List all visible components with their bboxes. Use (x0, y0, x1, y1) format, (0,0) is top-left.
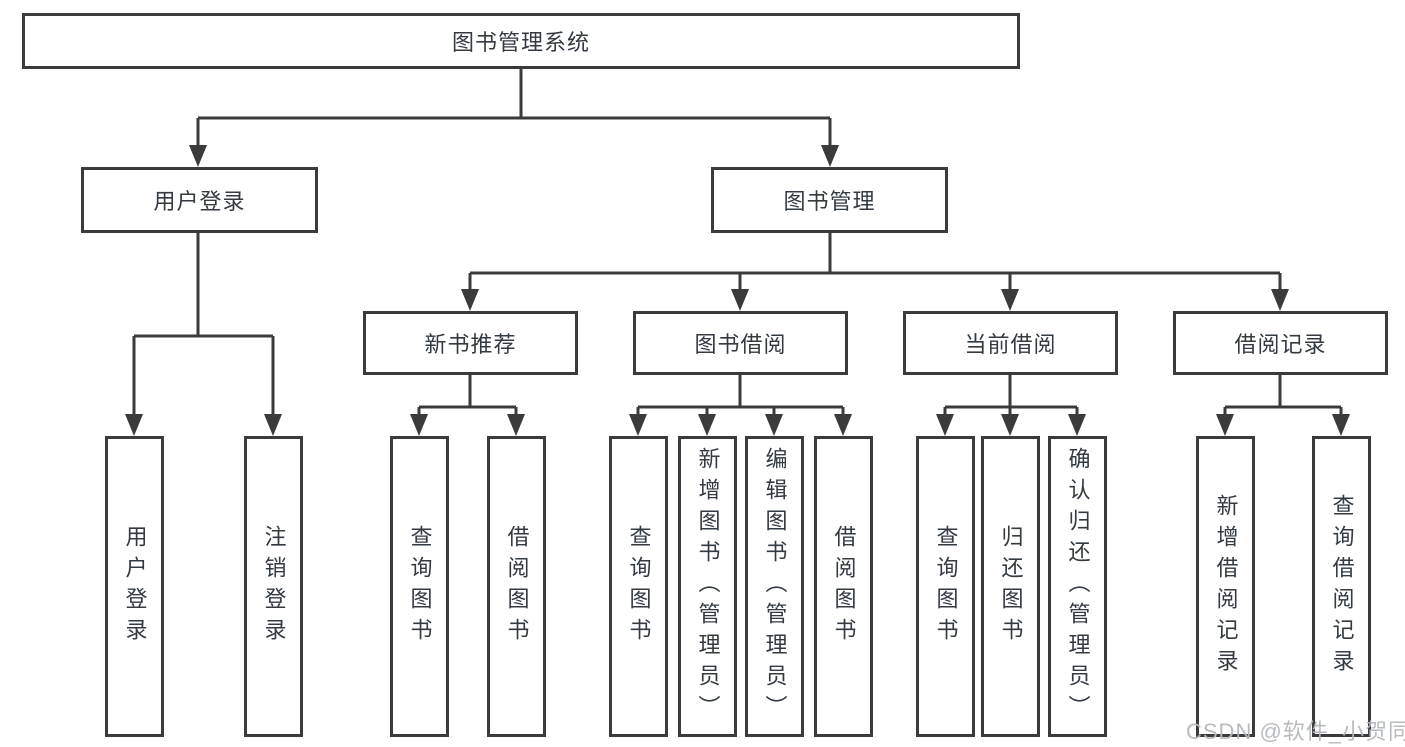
leaf-recommend-query-book: 查询图书 (390, 436, 449, 737)
leaf-borrow-edit-book-admin: 编辑图书（管理员） (745, 436, 804, 737)
leaf-borrow-add-book-admin: 新增图书（管理员） (678, 436, 737, 737)
leaf-recommend-borrow-book-label: 借阅图书 (504, 524, 530, 649)
leaf-record-query: 查询借阅记录 (1312, 436, 1371, 737)
node-book-management-label: 图书管理 (783, 189, 876, 214)
leaf-current-confirm-return-admin-label: 确认归还（管理员） (1065, 447, 1091, 726)
leaf-borrow-borrow-book-label: 借阅图书 (831, 524, 857, 649)
leaf-user-login: 用户登录 (105, 436, 164, 737)
node-book-borrow: 图书借阅 (633, 311, 848, 375)
leaf-current-query-book-label: 查询图书 (933, 524, 959, 649)
leaf-borrow-edit-book-admin-label: 编辑图书（管理员） (762, 447, 788, 726)
leaf-borrow-query-book-label: 查询图书 (626, 524, 652, 649)
node-current-borrow: 当前借阅 (903, 311, 1118, 375)
leaf-borrow-borrow-book: 借阅图书 (814, 436, 873, 737)
leaf-logout: 注销登录 (244, 436, 303, 737)
node-new-book-recommend: 新书推荐 (363, 311, 578, 375)
node-root-label: 图书管理系统 (451, 30, 590, 55)
leaf-current-query-book: 查询图书 (916, 436, 975, 737)
leaf-record-add: 新增借阅记录 (1196, 436, 1255, 737)
node-borrow-record: 借阅记录 (1173, 311, 1388, 375)
leaf-record-query-label: 查询借阅记录 (1329, 493, 1355, 680)
leaf-borrow-query-book: 查询图书 (609, 436, 668, 737)
node-borrow-record-label: 借阅记录 (1234, 332, 1327, 357)
leaf-recommend-query-book-label: 查询图书 (407, 524, 433, 649)
node-book-borrow-label: 图书借阅 (694, 332, 787, 357)
leaf-logout-label: 注销登录 (261, 524, 287, 649)
leaf-current-confirm-return-admin: 确认归还（管理员） (1048, 436, 1107, 737)
leaf-record-add-label: 新增借阅记录 (1213, 493, 1239, 680)
node-current-borrow-label: 当前借阅 (964, 332, 1057, 357)
node-book-management: 图书管理 (711, 167, 948, 233)
leaf-recommend-borrow-book: 借阅图书 (487, 436, 546, 737)
leaf-borrow-add-book-admin-label: 新增图书（管理员） (695, 447, 721, 726)
node-user-login-label: 用户登录 (153, 189, 246, 214)
leaf-current-return-book-label: 归还图书 (998, 524, 1024, 649)
node-new-book-recommend-label: 新书推荐 (424, 332, 517, 357)
leaf-user-login-label: 用户登录 (122, 524, 148, 649)
node-root: 图书管理系统 (22, 13, 1020, 69)
leaf-current-return-book: 归还图书 (981, 436, 1040, 737)
node-user-login: 用户登录 (81, 167, 318, 233)
csdn-watermark: CSDN @软件_小贺同学 (1186, 719, 1405, 744)
